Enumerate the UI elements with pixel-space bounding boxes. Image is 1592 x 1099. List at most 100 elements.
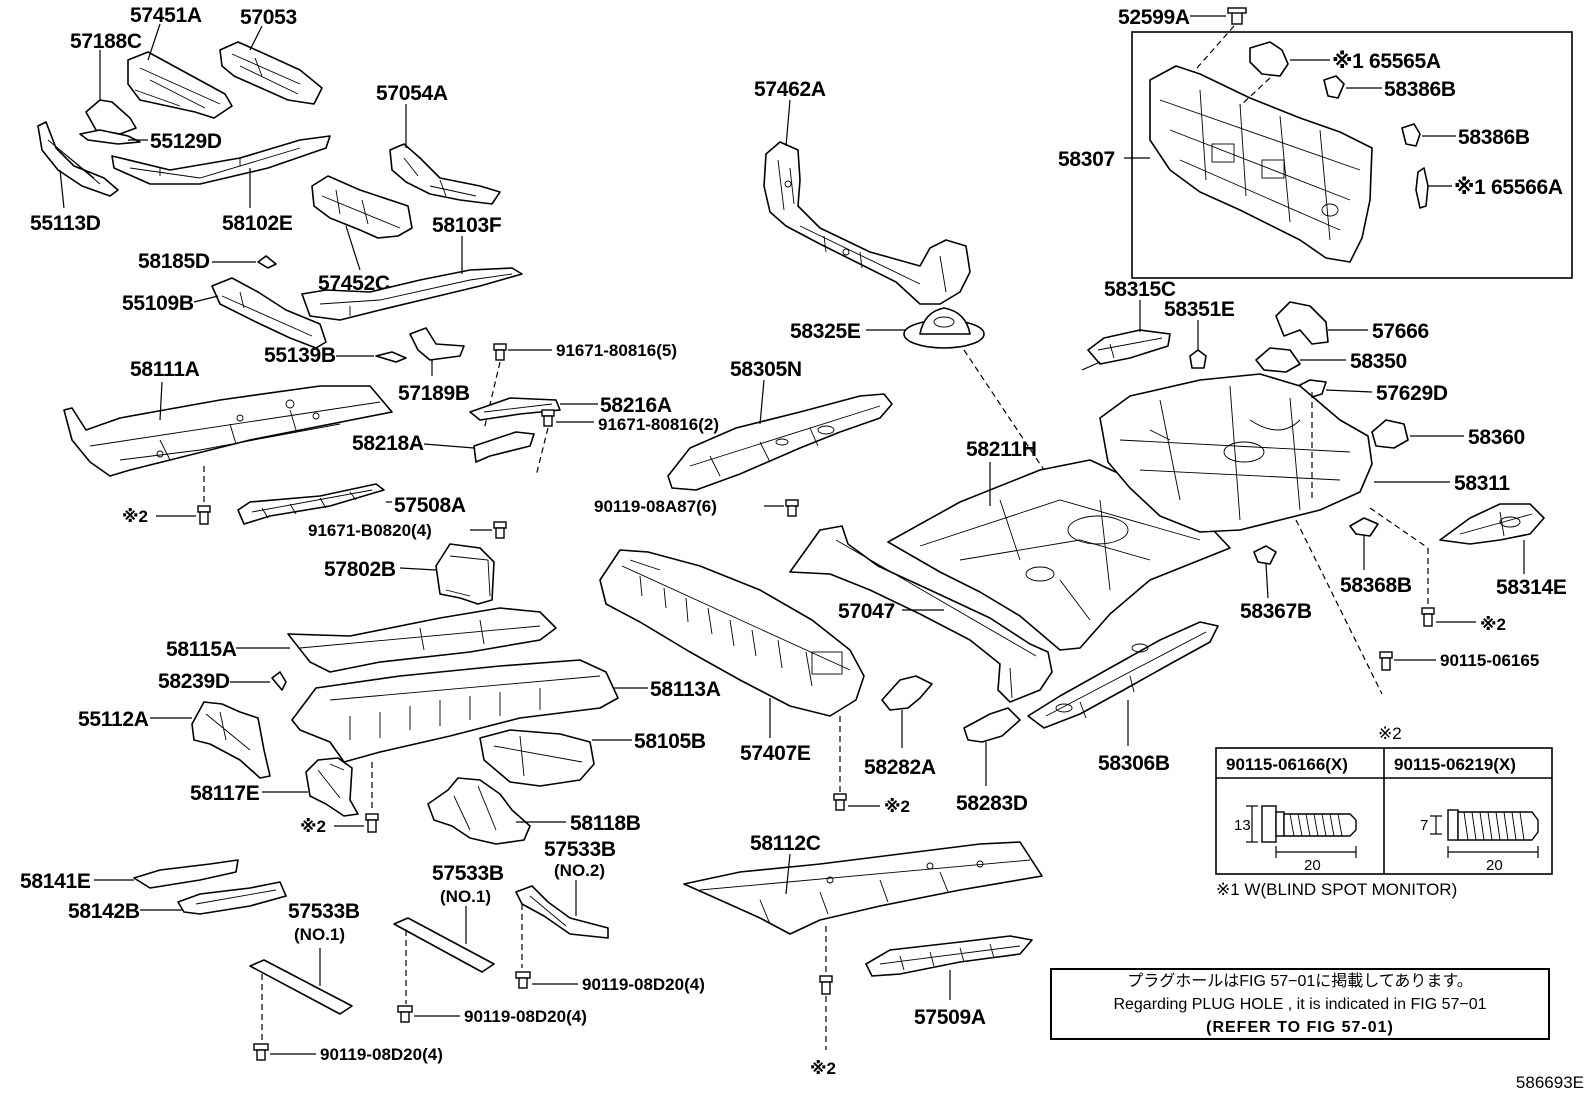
label-58216A: 58216A [600, 394, 672, 417]
part-57054A: 57054A [376, 82, 501, 205]
part-58115A: 58115A [166, 607, 557, 673]
label-58211H: 58211H [966, 438, 1037, 461]
part-58360: 58360 [1371, 419, 1525, 449]
part-90119-08D20-b: 90119-08D20(4) [397, 1005, 587, 1026]
label-55112A: 55112A [78, 708, 149, 731]
part-57462A: 57462A [754, 78, 971, 305]
part-57533B-lower: 57533B (NO.1) [249, 900, 360, 1042]
label-58239D: 58239D [158, 670, 230, 693]
label-58142B: 58142B [68, 900, 140, 923]
bolt1-length: 20 [1304, 857, 1321, 874]
part-58367B: 58367B [1240, 545, 1312, 623]
part-58216A: 58216A [469, 394, 672, 421]
label-65565A: ※1 65565A [1332, 50, 1441, 73]
note-line-japanese: プラグホールはFIG 57−01に掲載してあります。 [1127, 973, 1473, 990]
label-57533B-lower-no1: (NO.1) [294, 925, 345, 944]
part-90115-06165: 90115-06165 [1379, 651, 1539, 671]
part-57188C: 57188C [70, 30, 142, 135]
label-57533B-mid-no1: (NO.1) [440, 887, 491, 906]
bolt-star2-e: ※2 [1421, 607, 1506, 634]
part-57407E: 57407E [599, 549, 865, 792]
bolt-90115-06166-drawing: 13 20 [1234, 805, 1357, 874]
part-58306B: 58306B [1027, 621, 1219, 775]
label-58350: 58350 [1350, 350, 1407, 373]
bolt-table-col1: 90115-06166(X) [1226, 755, 1348, 774]
label-58386B-2: 58386B [1458, 126, 1530, 149]
label-65566A: ※1 65566A [1454, 176, 1563, 199]
part-58282A: 58282A [864, 675, 936, 779]
label-58351E: 58351E [1164, 298, 1235, 321]
part-58386B-1: 58386B [1323, 75, 1456, 101]
label-58314E: 58314E [1496, 576, 1567, 599]
part-55109B: 55109B [122, 277, 327, 349]
note-line-reference: (REFER TO FIG 57-01) [1206, 1019, 1394, 1036]
label-90115-06165: 90115-06165 [1440, 651, 1539, 670]
label-57451A: 57451A [130, 4, 202, 27]
group-frame-58307 [1131, 31, 1573, 279]
part-57451A: 57451A [127, 4, 233, 119]
part-58141E: 58141E [20, 859, 239, 893]
label-58311: 58311 [1454, 472, 1510, 495]
part-58117E: 58117E [190, 757, 359, 817]
bolt-90115-06219-drawing: 7 20 [1420, 809, 1539, 874]
label-58185D: 58185D [138, 250, 210, 273]
label-57533B-no2-tag: (NO.2) [554, 861, 605, 880]
label-57462A: 57462A [754, 78, 826, 101]
star2-label-b: ※2 [300, 817, 326, 836]
label-58102E: 58102E [222, 212, 293, 235]
label-58283D: 58283D [956, 792, 1028, 815]
label-58111A: 58111A [130, 358, 200, 381]
bolt-table-star2-header: ※2 [1378, 724, 1402, 743]
part-57452C: 57452C [311, 175, 413, 295]
part-57053: 57053 [219, 6, 323, 105]
part-55139B: 55139B [264, 344, 407, 367]
label-57533B-no2: 57533B [544, 838, 616, 861]
label-55113D: 55113D [30, 212, 101, 235]
part-65566A: ※1 65566A [1415, 167, 1563, 209]
label-90119-08A87-6: 90119-08A87(6) [594, 497, 717, 516]
label-58386B-1: 58386B [1384, 78, 1456, 101]
part-58351E: 58351E [1164, 298, 1235, 369]
label-58360: 58360 [1468, 426, 1525, 449]
label-90119-08D20-c: 90119-08D20(4) [320, 1045, 443, 1064]
part-58111A: 58111A [63, 358, 393, 506]
label-57452C: 57452C [318, 272, 390, 295]
bolt-table-col2: 90115-06219(X) [1394, 755, 1516, 774]
label-58115A: 58115A [166, 638, 237, 661]
label-57047: 57047 [838, 600, 895, 623]
label-58112C: 58112C [750, 832, 821, 855]
label-57189B: 57189B [398, 382, 470, 405]
part-58283D: 58283D [956, 707, 1028, 815]
label-58103F: 58103F [432, 214, 502, 237]
part-91671-80816-5: 91671-80816(5) [483, 341, 677, 431]
label-58117E: 58117E [190, 782, 260, 805]
star2-label-e: ※2 [1480, 615, 1506, 634]
part-57533B-mid: 57533B (NO.1) [393, 862, 504, 1004]
part-55112A: 55112A [78, 701, 271, 779]
label-58218A: 58218A [352, 432, 424, 455]
part-52599A: 52599A [1118, 6, 1247, 77]
note-line-english: Regarding PLUG HOLE , it is indicated in… [1113, 996, 1487, 1013]
bolt2-height: 7 [1420, 817, 1428, 834]
part-58239D: 58239D [158, 670, 287, 693]
part-65565A: ※1 65565A [1239, 41, 1441, 107]
part-91671-80816-2: 91671-80816(2) [535, 409, 719, 477]
label-57509A: 57509A [914, 1006, 986, 1029]
part-58113A: 58113A [291, 659, 721, 812]
part-58386B-2: 58386B [1401, 123, 1530, 149]
label-58367B: 58367B [1240, 600, 1312, 623]
part-57802B: 57802B [324, 543, 495, 605]
part-57509A: 57509A [865, 935, 1033, 1029]
part-90119-08A87-6: 90119-08A87(6) [594, 497, 799, 517]
label-57054A: 57054A [376, 82, 448, 105]
label-58118B: 58118B [570, 812, 641, 835]
bolt-star2-a: ※2 [122, 505, 211, 526]
label-58325E: 58325E [790, 320, 861, 343]
part-58102E: 58102E [111, 135, 331, 235]
label-55129D: 55129D [150, 130, 222, 153]
star2-label-c: ※2 [884, 797, 910, 816]
part-57189B: 57189B [398, 327, 470, 405]
part-58103F: 58103F [301, 214, 523, 321]
part-58118B: 58118B [427, 777, 641, 845]
